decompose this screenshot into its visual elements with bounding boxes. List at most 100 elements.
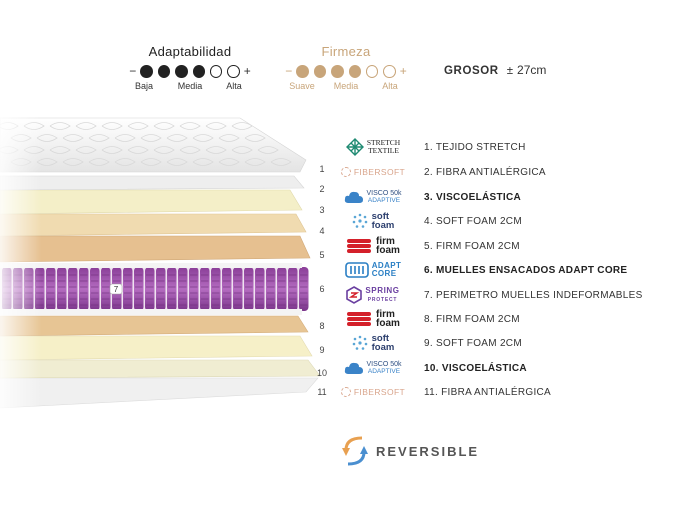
firmness-title: Firmeza	[321, 44, 371, 59]
label-high: Alta	[382, 81, 398, 91]
reversible-arrows-icon	[342, 436, 368, 466]
spring-logo-line2: PROTECT	[367, 296, 398, 303]
rating-dot-empty	[365, 64, 379, 78]
firm-logo-line2: foam	[376, 245, 400, 256]
firmness-labels: Suave Media Alta	[284, 81, 408, 93]
fibersoft-logo: FIBERSOFT	[338, 381, 408, 403]
fibersoft-icon	[340, 167, 351, 177]
rating-dot-empty	[227, 64, 240, 78]
layer-label: 6. MUELLES ENSACADOS ADAPT CORE	[424, 264, 628, 276]
plus-minus-sign: ±	[506, 65, 514, 77]
adapt-logo-line2: CORE	[371, 269, 397, 278]
layer-number: 10	[316, 368, 327, 378]
fibersoft-logo-text: FIBERSOFT	[353, 387, 406, 397]
adaptability-scale: − +	[128, 64, 252, 78]
label-low: Suave	[289, 81, 315, 91]
firm-logo-line1: firm	[376, 236, 395, 247]
layer-label: 3. VISCOELÁSTICA	[424, 191, 522, 203]
layer-label: 5. FIRM FOAM 2CM	[424, 240, 520, 252]
label-high: Alta	[226, 81, 242, 91]
thickness-label: GROSOR	[444, 65, 499, 77]
visco-logo-line2: ADAPTIVE	[367, 368, 401, 375]
layer-number: 9	[319, 345, 325, 355]
rating-dot-filled	[192, 64, 205, 78]
rating-dot-empty	[383, 64, 396, 78]
soft-foam-icon	[352, 213, 367, 228]
soft-logo-line1: soft	[371, 333, 390, 344]
layer-label: 1. TEJIDO STRETCH	[424, 141, 526, 153]
firm-logo-line1: firm	[376, 309, 395, 320]
layer-number: 6	[319, 284, 325, 294]
layer-number: 2	[319, 184, 325, 194]
spring-logo-line1: SPRING	[365, 285, 400, 295]
adapt-logo-line1: ADAPT	[371, 261, 402, 270]
firm-foam-icon	[347, 312, 372, 326]
rating-dot-filled	[313, 64, 327, 78]
layer-label: 10. VISCOELÁSTICA	[424, 362, 527, 374]
cloud-icon	[345, 191, 364, 203]
layer-number: 3	[319, 205, 325, 215]
rating-dot-filled	[175, 64, 188, 78]
rating-dot-filled	[140, 64, 153, 78]
adapt-core-icon	[344, 262, 369, 278]
adaptability-rating: Adaptabilidad − + Baja Media Alta	[128, 44, 252, 93]
visco-logo-line2: ADAPTIVE	[367, 197, 401, 204]
rating-dot-filled	[296, 64, 309, 78]
spring-protect-icon	[346, 286, 363, 304]
layer-number: 11	[317, 387, 327, 397]
layer-label: 4. SOFT FOAM 2CM	[424, 215, 522, 227]
fibersoft-logo-text: FIBERSOFT	[353, 167, 406, 177]
adaptability-title: Adaptabilidad	[148, 44, 232, 59]
stretch-textile-icon	[345, 138, 364, 156]
thickness-value: 27cm	[517, 63, 547, 77]
layer-label: 9. SOFT FOAM 2CM	[424, 337, 522, 349]
soft-logo-line2: foam	[371, 342, 395, 353]
minus-sign: −	[129, 64, 137, 78]
firm-foam-icon	[347, 239, 372, 253]
firmness-rating: Firmeza − + Suave Media Alta	[284, 44, 408, 93]
mattress-cross-section: 7	[0, 110, 345, 410]
rating-dot-empty	[209, 64, 223, 78]
layer-label: 2. FIBRA ANTIALÉRGICA	[424, 166, 546, 178]
firm-logo-line2: foam	[376, 318, 400, 329]
soft-foam-icon	[352, 335, 367, 350]
cloud-icon	[345, 362, 364, 374]
visco-logo-line1: VISCO 50k	[366, 189, 402, 197]
layer-row-fiber: FIBERSOFT 2. FIBRA ANTIALÉRGICA	[338, 161, 546, 183]
rating-dot-filled	[157, 64, 171, 78]
layer-row-fiber: FIBERSOFT 11. FIBRA ANTIALÉRGICA	[338, 381, 551, 403]
label-low: Baja	[134, 81, 154, 91]
soft-logo-line1: soft	[371, 211, 390, 222]
layer-label: 8. FIRM FOAM 2CM	[424, 313, 520, 325]
soft-logo-line2: foam	[371, 220, 395, 231]
plus-sign: +	[243, 64, 251, 78]
fibersoft-logo: FIBERSOFT	[338, 161, 408, 183]
layer-number: 5	[319, 250, 325, 260]
layer-label: 11. FIBRA ANTIALÉRGICA	[424, 386, 552, 398]
reversible-badge: REVERSIBLE	[340, 434, 479, 468]
minus-sign: −	[285, 64, 293, 78]
rating-dot-filled	[348, 64, 361, 78]
layer-number: 4	[319, 226, 325, 236]
stretch-logo-line1: STRETCH	[366, 138, 401, 147]
reversible-label: REVERSIBLE	[376, 443, 480, 459]
label-mid: Media	[177, 81, 203, 91]
thickness-info: GROSOR ±27cm	[444, 63, 546, 77]
